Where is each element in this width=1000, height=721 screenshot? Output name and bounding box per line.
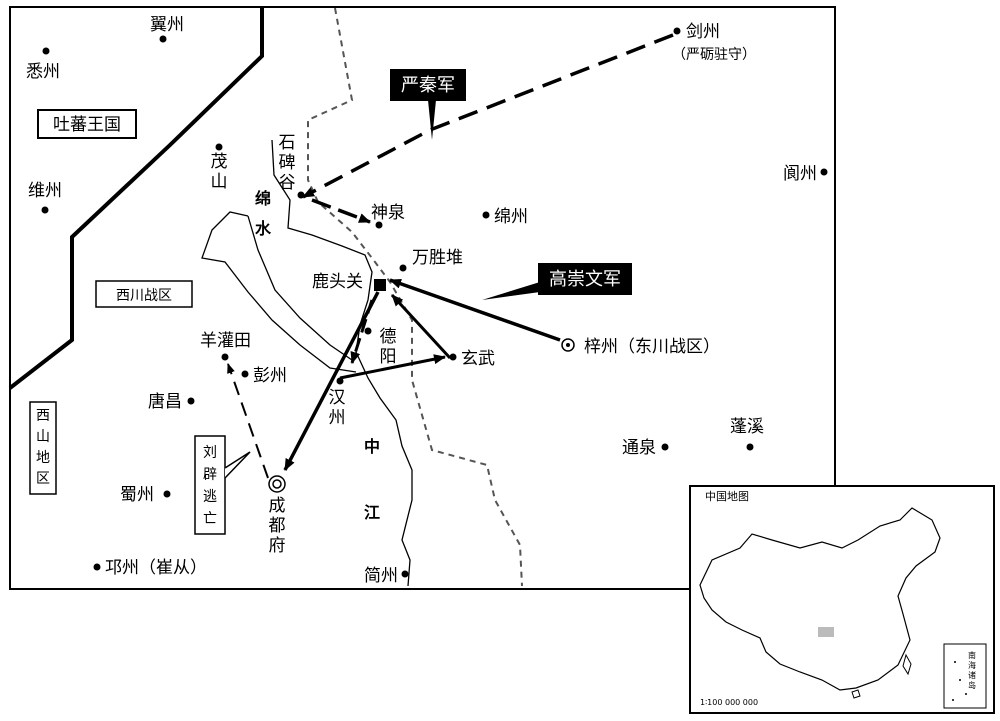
xuanwu-dot <box>449 353 457 361</box>
pengxi-dot <box>746 443 754 451</box>
inset-scale: 1∶100 000 000 <box>700 698 758 707</box>
shenquan-dot <box>375 221 383 229</box>
west-river <box>201 211 357 373</box>
langzhou-dot <box>820 168 828 176</box>
zizhou-label: 梓州（东川战区） <box>584 337 720 357</box>
langzhou-label: 阆州 <box>783 164 817 184</box>
shibeigu-label: 石碑谷 <box>279 133 296 193</box>
inset-title: 中国地图 <box>705 490 749 503</box>
tongquan-label: 通泉 <box>622 438 656 458</box>
jianzhou-dot <box>673 27 681 35</box>
jianzhou-label: 剑州 <box>686 22 720 42</box>
shenquan-arrow <box>311 198 371 224</box>
maoshan-dot <box>215 143 223 151</box>
jizhou-label: 翼州 <box>150 15 184 35</box>
gaochongwen-arrow <box>389 278 561 342</box>
mianshui-river <box>271 139 413 587</box>
pengxi-label: 蓬溪 <box>730 417 764 437</box>
wanshengdui-dot <box>399 264 407 272</box>
place-dots <box>41 27 828 578</box>
yangguantian-label: 羊灌田 <box>200 331 251 351</box>
xizhou-label: 悉州 <box>26 62 60 82</box>
weizhou-dot <box>41 206 49 214</box>
south-sea-box <box>943 643 987 709</box>
xishan-region-label: 西山地区 <box>29 401 57 495</box>
yangguantian-dot <box>221 353 229 361</box>
svg-text:高崇文军: 高崇文军 <box>549 269 621 290</box>
branch-river <box>247 215 353 361</box>
liupi-arrow <box>227 363 269 479</box>
hanzhou-dot <box>336 377 344 385</box>
qiongzhou-dot <box>93 563 101 571</box>
jianzhou-note: （严砺驻守） <box>672 47 756 63</box>
tubo-border <box>8 8 264 390</box>
maoshan-label: 茂山 <box>211 152 228 192</box>
chengdu-arrow <box>283 291 380 471</box>
china-outline <box>699 507 941 691</box>
liupi-label: 刘辟逃亡 <box>203 445 217 527</box>
gaochongwen-army-label: 高崇文军 <box>482 263 632 300</box>
lutouguan-marker <box>374 279 386 291</box>
tubo-region-label: 吐蕃王国 <box>37 109 137 139</box>
jizhou-dot <box>159 35 167 43</box>
svg-text:严秦军: 严秦军 <box>401 75 455 96</box>
tongquan-dot <box>661 443 669 451</box>
mianzhou-dot <box>482 211 490 219</box>
highlight-region <box>818 627 834 637</box>
tangchang-dot <box>187 397 195 405</box>
qiongzhou-label: 邛州（崔从） <box>105 558 207 578</box>
pengzhou-label: 彭州 <box>253 366 287 386</box>
zhongjiang-label: 中江 <box>364 437 380 522</box>
xizhou-dot <box>42 47 50 55</box>
mianshui-label: 绵水 <box>255 189 272 238</box>
taiwan-outline <box>902 653 912 676</box>
pengzhou-dot <box>241 370 249 378</box>
xuanwu-arrow <box>339 354 446 380</box>
chengdufu-label: 成都府 <box>269 496 286 556</box>
jianzhou2-label: 简州 <box>364 566 398 586</box>
wanshengdui-label: 万胜堆 <box>412 248 463 268</box>
south-sea-label: 南海诸岛 <box>968 650 976 690</box>
shenquan-label: 神泉 <box>371 203 405 223</box>
tangchang-label: 唐昌 <box>148 391 182 412</box>
shuzhou-dot <box>163 490 171 498</box>
liupi-flight-label: 刘辟逃亡 <box>194 435 251 535</box>
hanzhou-arrow <box>350 299 374 364</box>
hainan-outline <box>851 689 861 699</box>
jianzhou2-dot <box>401 570 409 578</box>
xishan-label: 西山地区 <box>36 408 50 487</box>
xuanwu-lutou-arrow <box>390 293 452 360</box>
xichuan-region-label: 西川战区 <box>95 280 193 308</box>
deyang-dot <box>364 327 372 335</box>
mianzhou-label: 绵州 <box>494 207 528 227</box>
china-inset-map: 中国地图 南海诸岛 1∶100 000 000 <box>689 485 995 714</box>
lutouguan-label: 鹿头关 <box>312 272 363 292</box>
deyang-label: 德阳 <box>380 327 397 367</box>
shibeigu-dot <box>297 191 305 199</box>
svg-text:吐蕃王国: 吐蕃王国 <box>53 115 121 135</box>
yanqin-army-label: 严秦军 <box>390 69 466 140</box>
hanzhou-label: 汉州 <box>329 388 346 428</box>
xuanwu-label: 玄武 <box>461 349 495 369</box>
shuzhou-label: 蜀州 <box>120 485 154 505</box>
svg-text:西川战区: 西川战区 <box>116 288 172 304</box>
weizhou-label: 维州 <box>28 181 62 201</box>
